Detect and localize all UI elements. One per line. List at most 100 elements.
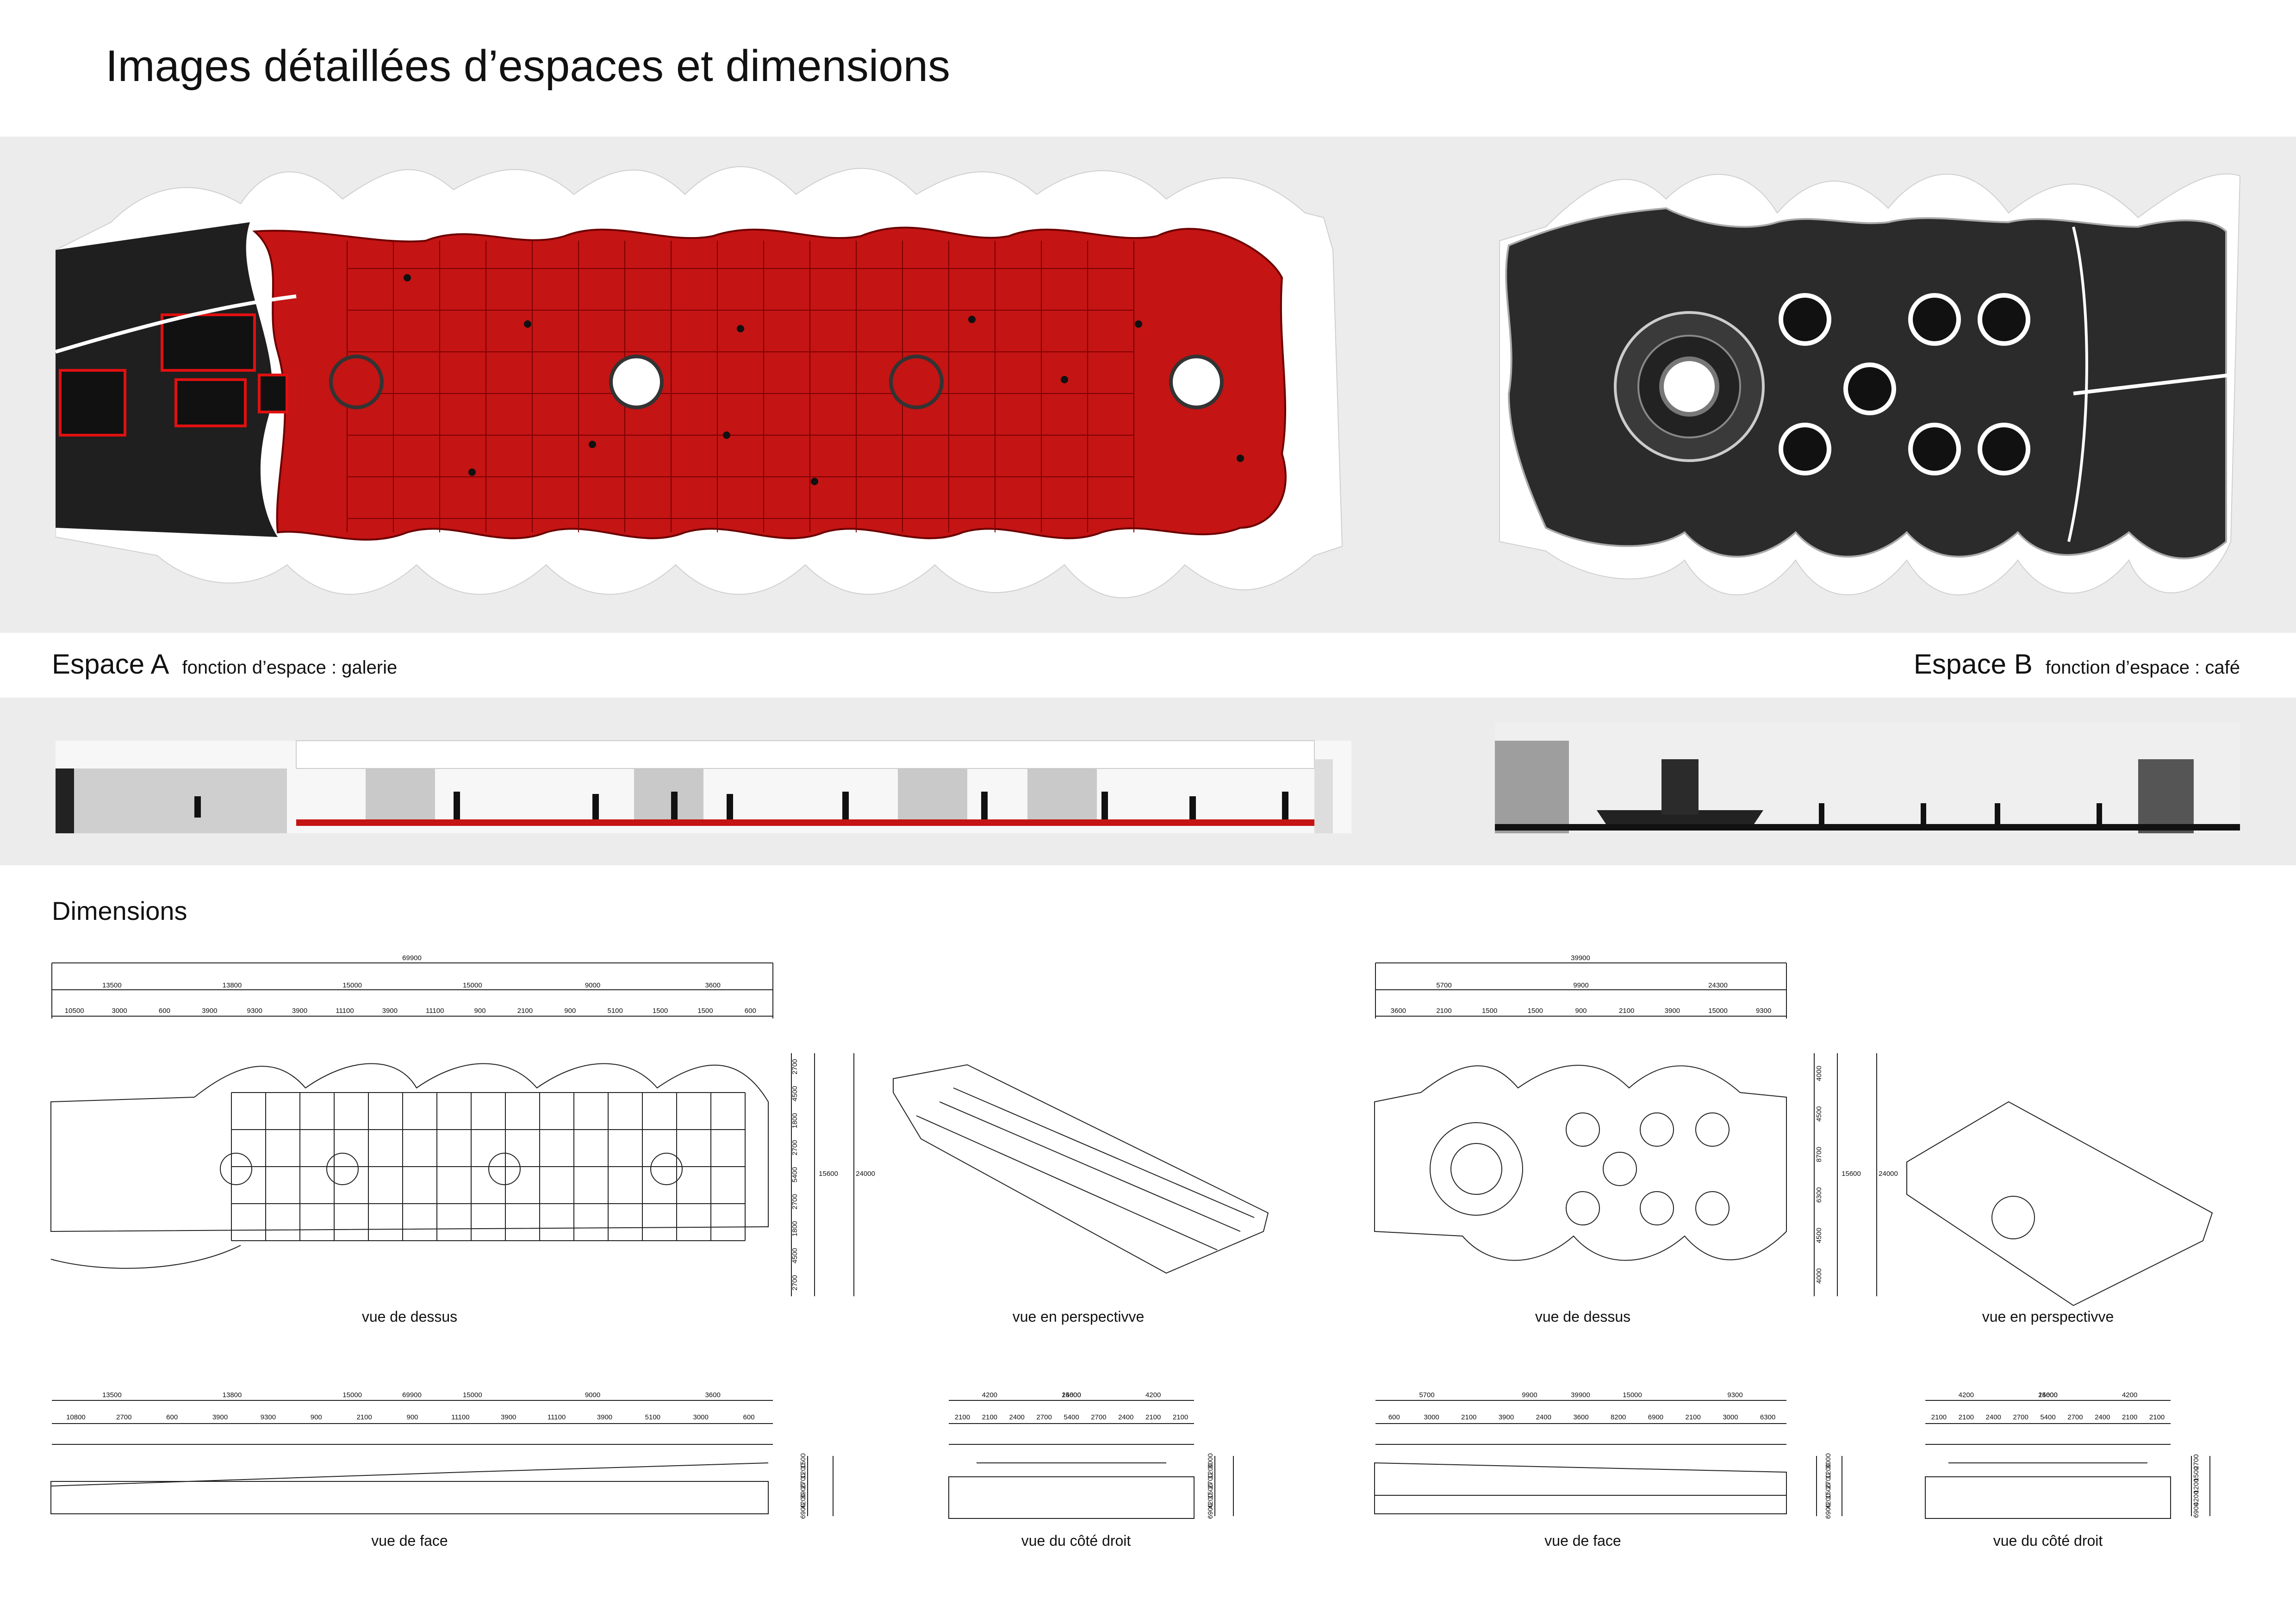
space-a-dim-right-row2-value: 2100 xyxy=(982,1413,997,1421)
space-a-label: Espace A fonction d’espace : galerie xyxy=(52,648,397,680)
space-a-dim-front-row2-value: 10800 xyxy=(66,1413,86,1421)
space-a-dim-right-row1-value: 15600 xyxy=(1062,1391,1081,1399)
space-b-dim-top-row2-value: 900 xyxy=(1575,1007,1587,1015)
space-b-dim-front-row1-value: 15000 xyxy=(1623,1391,1642,1399)
space-b-caption-side: vue du côté droit xyxy=(1993,1532,2103,1549)
space-a-name: Espace A xyxy=(52,649,169,680)
space-b-dim-front-row1-value: 9900 xyxy=(1522,1391,1537,1399)
space-b-dim-top-row2-value: 3900 xyxy=(1665,1007,1680,1015)
space-a-dim-front-row2-value: 3900 xyxy=(501,1413,516,1421)
space-a-dim-front-row2-value: 900 xyxy=(406,1413,418,1421)
space-b-dim-front-row2-value: 2100 xyxy=(1461,1413,1476,1421)
space-a-dim-side-row-value: 5400 xyxy=(791,1167,799,1182)
space-a-dim-side-row-value: 2700 xyxy=(791,1194,799,1209)
space-b-dim-front-row2-value: 6900 xyxy=(1648,1413,1663,1421)
space-a-dim-right-height-value: 1500 xyxy=(1207,1483,1214,1499)
dimensions-heading: Dimensions xyxy=(52,896,187,925)
space-a-dim-front-row2-value: 9300 xyxy=(261,1413,276,1421)
space-b-dim-front-height-value: 1500 xyxy=(1824,1483,1832,1499)
space-a-dim-right-row2-value: 2100 xyxy=(955,1413,970,1421)
space-a-dim-top-row1-value: 3600 xyxy=(705,981,720,989)
space-b-dim-front-row1-value: 9300 xyxy=(1727,1391,1742,1399)
space-a-dim-side-row-value: 2700 xyxy=(791,1140,799,1155)
space-b-dim-top-row2-value: 3600 xyxy=(1391,1007,1406,1015)
space-a-dim-right-row2-value: 2700 xyxy=(1036,1413,1052,1421)
space-a-dim-top-row2-value: 2100 xyxy=(517,1007,533,1015)
space-a-caption-perspective: vue en perspectivve xyxy=(1012,1308,1145,1325)
space-a-dim-side-row-value: 2700 xyxy=(791,1275,799,1290)
space-a-dim-right-row2-value: 2400 xyxy=(1009,1413,1025,1421)
space-b-dim-right-row2-value: 2400 xyxy=(2095,1413,2110,1421)
space-b-dim-right-row1-value: 4200 xyxy=(2122,1391,2137,1399)
space-a-dim-front-row1-value: 9000 xyxy=(585,1391,600,1399)
space-b-dim-side-row-value: 8700 xyxy=(1815,1147,1823,1162)
space-a-dim-right-height-value: 4200 xyxy=(1207,1493,1214,1509)
space-b-dim-side-row-value: 4000 xyxy=(1815,1066,1823,1081)
space-a-dim-top-row2-value: 600 xyxy=(745,1007,756,1015)
space-a-dim-top-row1-value: 15000 xyxy=(463,981,482,989)
space-a-top-view-outline xyxy=(50,1063,769,1232)
space-b-dim-right-row2-value: 2700 xyxy=(2013,1413,2028,1421)
space-a-dim-top-row1-value: 13800 xyxy=(223,981,242,989)
space-a-dim-front-height-value: 2700 xyxy=(799,1473,807,1488)
space-b-dim-right-height-value: 6900 xyxy=(2192,1502,2200,1518)
space-b-dim-side-mid: 15600 xyxy=(1842,1170,1861,1178)
space-a-dim-front-row2-value: 11100 xyxy=(548,1413,566,1421)
space-b-dim-top-total: 39900 xyxy=(1571,954,1590,962)
space-a-dim-top-row2-value: 3900 xyxy=(202,1007,217,1015)
space-b-name: Espace B xyxy=(1913,649,2033,680)
space-b-dim-top-row2-value: 1500 xyxy=(1482,1007,1497,1015)
space-b-dim-front-height-value: 3000 xyxy=(1824,1453,1832,1468)
space-a-dim-top-row2-value: 1500 xyxy=(697,1007,713,1015)
space-a-dim-right-row2-value: 2400 xyxy=(1118,1413,1133,1421)
space-a-dim-top-row2-value: 900 xyxy=(474,1007,486,1015)
space-b-dim-front-row2-value: 600 xyxy=(1388,1413,1400,1421)
space-b-dim-front-row2-value: 3600 xyxy=(1573,1413,1588,1421)
space-b-tables xyxy=(1779,293,2030,475)
space-b-dim-top-row1-value: 9900 xyxy=(1573,981,1588,989)
space-b-dim-right-height-value: 2700 xyxy=(2192,1454,2200,1469)
space-a-dim-top-row2-value: 900 xyxy=(564,1007,576,1015)
space-a-dim-top-row2-value: 10500 xyxy=(65,1007,84,1015)
space-a-dim-front-row2-value: 3900 xyxy=(597,1413,612,1421)
space-a-dim-side-row-value: 4500 xyxy=(791,1086,799,1101)
space-a-dim-top-total: 69900 xyxy=(402,954,422,962)
space-b-dim-top-row2-value: 15000 xyxy=(1708,1007,1728,1015)
space-a-dim-right-row2-value: 2100 xyxy=(1173,1413,1188,1421)
space-b-dim-front-height-value: 1200 xyxy=(1824,1463,1832,1479)
space-a-dim-right-height-value: 2700 xyxy=(1207,1473,1214,1488)
space-a-dim-front-row1-value: 3600 xyxy=(705,1391,720,1399)
space-b-dim-right-height-value: 1200 xyxy=(2192,1478,2200,1493)
space-b-dim-right-row2-value: 2400 xyxy=(1986,1413,2001,1421)
space-a-dim-top-row2-value: 5100 xyxy=(608,1007,623,1015)
space-a-dim-front-row2-value: 600 xyxy=(166,1413,178,1421)
space-a-dim-right-row2-value: 2100 xyxy=(1145,1413,1161,1421)
space-a-dim-side-row-value: 1800 xyxy=(791,1113,799,1128)
space-a-dim-top-row2-value: 3000 xyxy=(112,1007,127,1015)
space-a-dim-top-row2-value: 3900 xyxy=(292,1007,307,1015)
space-a-dim-top-row2-value: 600 xyxy=(159,1007,170,1015)
space-a-dim-side-row-value: 1800 xyxy=(791,1221,799,1236)
space-a-dim-right-row2-value: 5400 xyxy=(1064,1413,1079,1421)
space-b-dim-right-row2-value: 5400 xyxy=(2040,1413,2055,1421)
space-b-dimension-drawings: 39900 15600 24000 39900 24000 xyxy=(1374,954,2213,1519)
space-a-dim-front-row2-value: 600 xyxy=(743,1413,755,1421)
space-a-function: fonction d’espace : galerie xyxy=(182,657,398,678)
space-a-dimension-drawings: 69900 15600 24000 69900 24000 xyxy=(50,954,1269,1519)
space-a-section-red-floor xyxy=(296,819,1314,826)
space-b-section-render xyxy=(1495,722,2240,833)
space-b-dim-right-row2-value: 2100 xyxy=(2122,1413,2137,1421)
space-a-dim-front-row1-value: 13800 xyxy=(223,1391,242,1399)
space-a-front-outline xyxy=(50,1462,769,1514)
space-b-caption-front: vue de face xyxy=(1544,1532,1621,1549)
space-a-dim-side-row-value: 2700 xyxy=(791,1059,799,1074)
space-a-people xyxy=(404,274,1244,485)
space-a-dim-front-row1-value: 13500 xyxy=(102,1391,122,1399)
space-a-dim-right-row1-value: 4200 xyxy=(1145,1391,1161,1399)
space-b-caption-perspective: vue en perspectivve xyxy=(1982,1308,2114,1325)
space-b-dim-right-height-value: 1500 xyxy=(2192,1466,2200,1481)
space-a-dark-hall xyxy=(56,222,278,537)
space-a-right-outline xyxy=(948,1462,1195,1519)
